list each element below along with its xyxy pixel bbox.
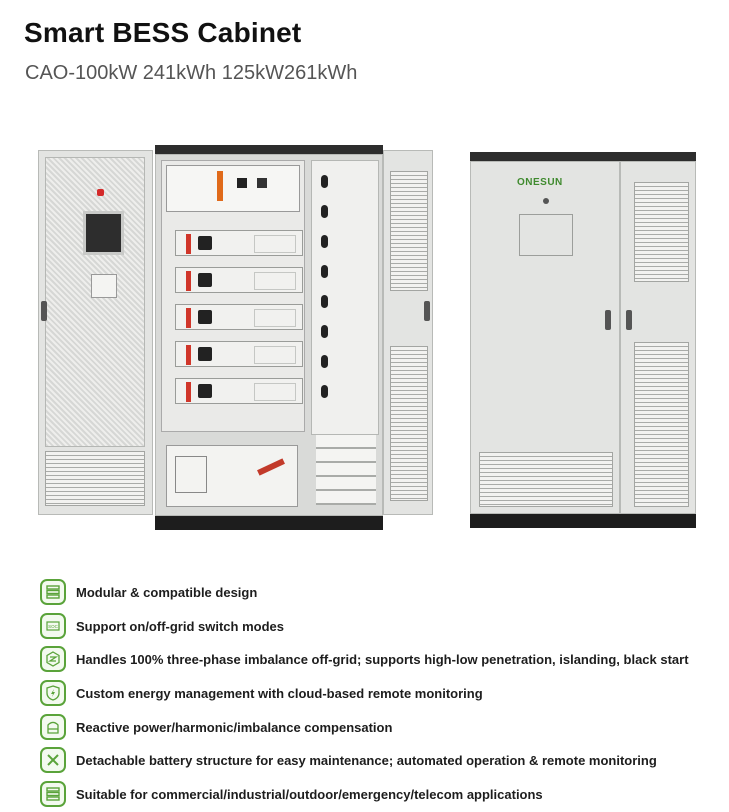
feature-text: Handles 100% three-phase imbalance off-g… [76, 651, 689, 667]
alarm-light [97, 189, 104, 196]
right-door [383, 150, 433, 515]
battery-module [175, 378, 303, 404]
cable-slot [321, 235, 328, 248]
cable-slot [321, 205, 328, 218]
battery-module [175, 230, 303, 256]
door-handle [626, 310, 632, 330]
feature-text: Suitable for commercial/industrial/outdo… [76, 786, 543, 802]
brand-logo: ONESUN [517, 177, 563, 188]
battery-module [175, 304, 303, 330]
indicator-light [543, 198, 549, 204]
feature-item: Custom energy management with cloud-base… [40, 678, 483, 708]
door-handle [424, 301, 430, 321]
left-door [38, 150, 153, 515]
door-vent-grille [390, 346, 428, 501]
door-vent-grille [45, 451, 145, 506]
cabinet-base [470, 514, 696, 528]
page-title: Smart BESS Cabinet [24, 17, 302, 48]
cable-slot [321, 385, 328, 398]
feature-text: Custom energy management with cloud-base… [76, 685, 483, 701]
cabinet-body [155, 154, 383, 516]
cabinet-top-cap [155, 145, 383, 154]
door-handle [605, 310, 611, 330]
shield-bolt-icon [40, 680, 66, 706]
right-door [620, 161, 696, 514]
feature-item: Reactive power/harmonic/imbalance compen… [40, 712, 392, 742]
svg-text:SOC: SOC [48, 624, 59, 629]
closed-cabinet-image: ONESUN [470, 152, 698, 530]
feature-item: Detachable battery structure for easy ma… [40, 745, 657, 775]
open-cabinet-image [38, 145, 434, 533]
battery-stack-icon [40, 579, 66, 605]
feature-text: Modular & compatible design [76, 584, 258, 600]
feature-item: Suitable for commercial/industrial/outdo… [40, 779, 543, 809]
door-vent-grille [390, 171, 428, 291]
feature-item: Handles 100% three-phase imbalance off-g… [40, 644, 689, 674]
door-vent-grille [634, 342, 689, 507]
display-window [519, 214, 573, 256]
cabinet-base [155, 516, 383, 530]
door-vent-grille [634, 182, 689, 282]
feature-item: Modular & compatible design [40, 577, 257, 607]
base-compartment [166, 445, 298, 507]
cabinet-top-cap [470, 152, 696, 161]
switch-cycle-icon [40, 646, 66, 672]
battery-stack-icon [40, 781, 66, 807]
door-hinge [41, 301, 47, 321]
tools-icon [40, 747, 66, 773]
feature-text: Detachable battery structure for easy ma… [76, 752, 657, 768]
cable-slot [321, 325, 328, 338]
feature-text: Support on/off-grid switch modes [76, 618, 284, 634]
label-plate [91, 274, 117, 298]
door-mesh-panel [45, 157, 145, 447]
left-door: ONESUN [470, 161, 620, 514]
bottom-vent-grille [479, 452, 613, 507]
cable-slot [321, 355, 328, 368]
lower-rails [316, 435, 376, 505]
display-screen [83, 211, 124, 255]
battery-module [175, 267, 303, 293]
feature-item: SOC Support on/off-grid switch modes [40, 611, 284, 641]
control-box [166, 165, 300, 212]
battery-stack-icon [40, 714, 66, 740]
battery-module [175, 341, 303, 367]
model-subtitle: CAO-100kW 241kWh 125kW261kWh [25, 62, 358, 84]
soc-chip-icon: SOC [40, 613, 66, 639]
cable-slot [321, 295, 328, 308]
feature-text: Reactive power/harmonic/imbalance compen… [76, 719, 393, 735]
cable-slot [321, 265, 328, 278]
cable-slot [321, 175, 328, 188]
